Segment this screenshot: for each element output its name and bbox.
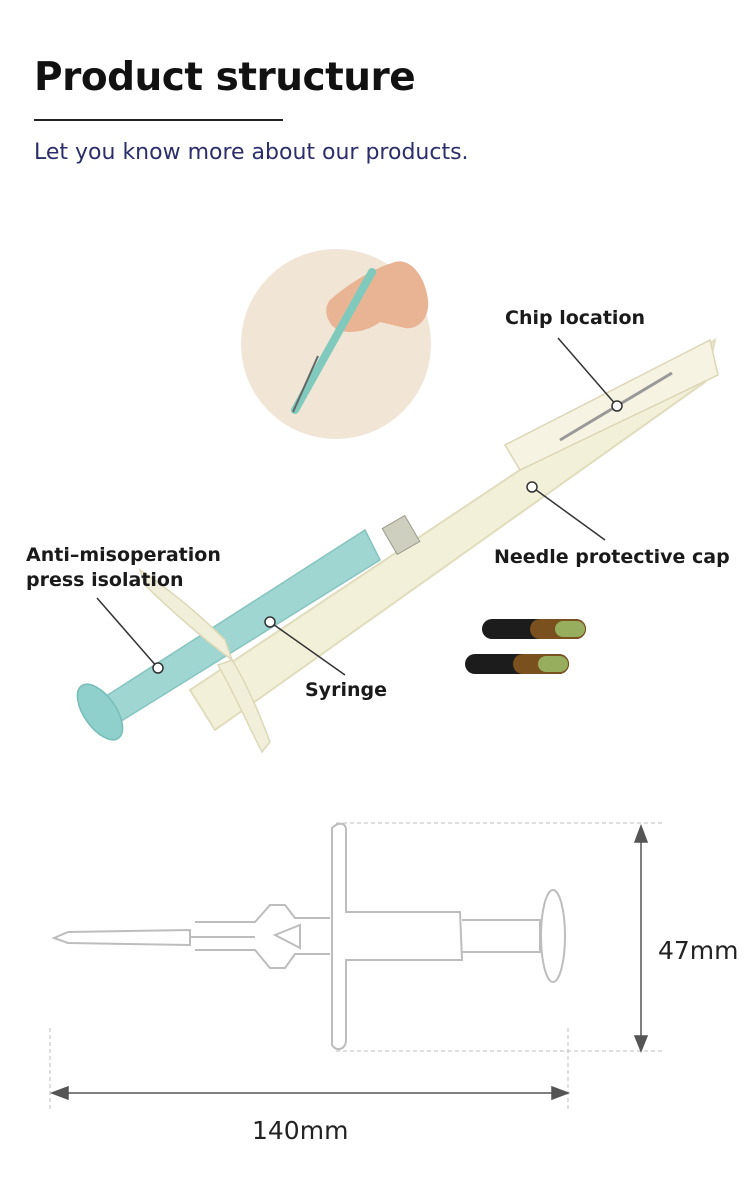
height-dimension: 47mm bbox=[658, 936, 739, 965]
microchip-1 bbox=[482, 619, 586, 639]
length-dimension: 140mm bbox=[252, 1116, 349, 1145]
height-arrow bbox=[633, 823, 649, 1054]
title-underline bbox=[34, 119, 283, 121]
dimension-guides bbox=[49, 822, 665, 1110]
anti-misoperation-label-line2: press isolation bbox=[26, 569, 184, 591]
dimension-drawing bbox=[51, 822, 566, 1051]
anti-misoperation-label-line1: Anti–misoperation bbox=[26, 544, 221, 566]
length-arrow bbox=[49, 1085, 571, 1101]
callout-lines bbox=[96, 337, 623, 676]
syringe-label: Syringe bbox=[305, 679, 387, 701]
page-title: Product structure bbox=[34, 55, 416, 100]
hand-holding-syringe-photo bbox=[241, 249, 431, 439]
page-subtitle: Let you know more about our products. bbox=[34, 140, 469, 165]
needle-cap-label: Needle protective cap bbox=[494, 546, 730, 568]
chip-location-label: Chip location bbox=[505, 307, 646, 329]
microchip-2 bbox=[465, 654, 569, 674]
